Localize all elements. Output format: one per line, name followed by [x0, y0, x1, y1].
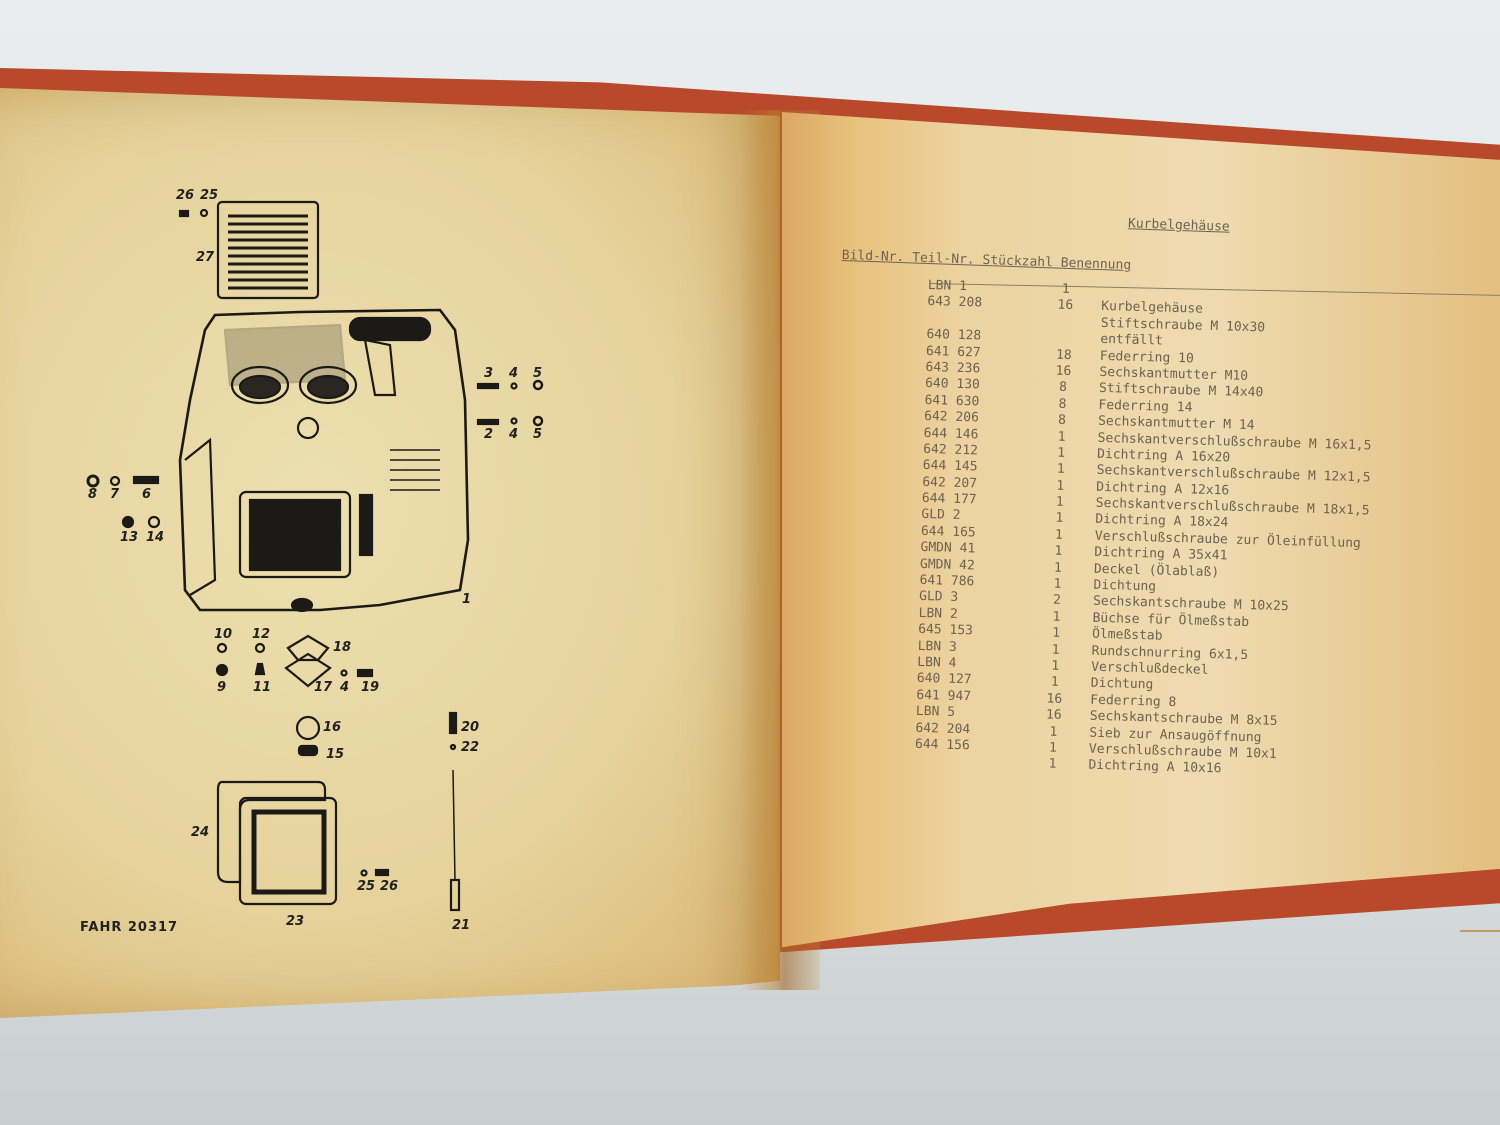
callout-22: 22	[461, 740, 480, 755]
callout-24: 24	[191, 825, 210, 840]
callout-14: 14	[146, 530, 165, 545]
callout-13: 13	[120, 530, 139, 545]
callout-16: 16	[323, 720, 342, 735]
callout-20: 20	[461, 720, 480, 735]
callout-10: 10	[214, 627, 233, 642]
callout-21: 21	[452, 918, 471, 933]
page-edge	[1460, 930, 1500, 932]
vent-cover-icon	[216, 200, 320, 300]
crankcase-icon	[178, 308, 470, 613]
right-page	[782, 112, 1500, 948]
callout-8: 8	[88, 487, 98, 502]
callout-25b: 25	[357, 879, 376, 894]
figure-code: FAHR 20317	[80, 920, 179, 935]
callout-26b: 26	[380, 879, 399, 894]
callout-17: 17	[314, 680, 333, 695]
callout-2: 2	[484, 427, 494, 442]
callout-7: 7	[110, 487, 120, 502]
callout-19: 19	[361, 680, 380, 695]
callout-26: 26	[176, 188, 195, 203]
callout-25: 25	[200, 188, 219, 203]
left-page	[0, 88, 780, 1018]
callout-27: 27	[196, 250, 215, 265]
callout-15: 15	[326, 747, 345, 762]
callout-11: 11	[253, 680, 272, 695]
callout-4a: 4	[509, 366, 519, 381]
callout-4c: 4	[340, 680, 350, 695]
callout-5b: 5	[533, 427, 543, 442]
callout-4b: 4	[509, 427, 519, 442]
crankcase-exploded-diagram	[86, 200, 544, 912]
callout-6: 6	[142, 487, 152, 502]
callout-12: 12	[252, 627, 271, 642]
callout-3: 3	[484, 366, 494, 381]
callout-18: 18	[333, 640, 352, 655]
callout-5a: 5	[533, 366, 543, 381]
callout-9: 9	[217, 680, 227, 695]
callout-23: 23	[286, 914, 305, 929]
callout-1: 1	[462, 592, 472, 607]
